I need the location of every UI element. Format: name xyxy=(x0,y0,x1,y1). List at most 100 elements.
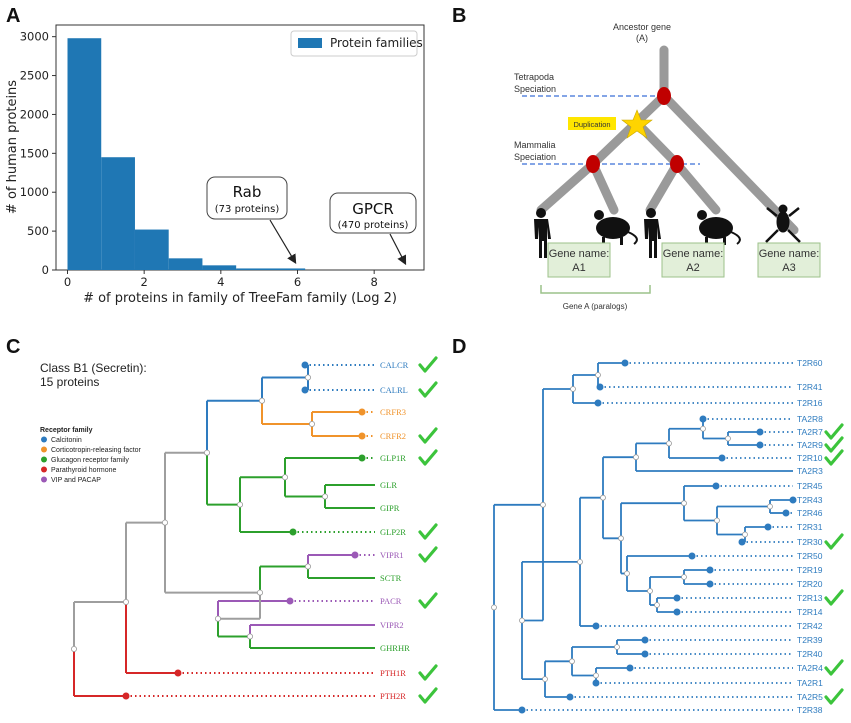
check-icon xyxy=(418,449,438,466)
leaf-label: TA2R3 xyxy=(797,466,823,476)
internal-node xyxy=(681,574,687,580)
speciation-node xyxy=(586,155,600,173)
leaf-label: T2R13 xyxy=(797,593,823,603)
internal-node xyxy=(577,559,583,565)
legend: Protein families xyxy=(290,30,423,57)
check-icon xyxy=(824,659,844,676)
gene-box-a3: Gene name: A3 xyxy=(757,242,821,278)
gene-box-a2: Gene name: A2 xyxy=(661,242,725,278)
leaf-node xyxy=(764,523,772,531)
internal-node xyxy=(624,570,630,577)
leaf-label: T2R41 xyxy=(797,382,823,392)
x-axis-label: # of proteins in family of TreeFam famil… xyxy=(83,291,397,306)
internal-node xyxy=(304,563,311,570)
y-tick-label: 1000 xyxy=(20,185,49,199)
internal-node xyxy=(321,493,328,500)
panel-label-b: B xyxy=(452,5,466,27)
check-icon xyxy=(824,449,844,466)
internal-node xyxy=(281,474,288,481)
histogram-bar xyxy=(168,258,203,270)
check-icon xyxy=(418,592,438,609)
leaf-node xyxy=(641,636,649,644)
internal-node xyxy=(725,435,731,442)
leaf-label: CRFR2 xyxy=(380,431,406,441)
leaf-node xyxy=(301,361,309,369)
gene-box-label: Gene name: xyxy=(549,248,610,260)
leaf-label: T2R43 xyxy=(797,495,823,505)
internal-node xyxy=(256,589,263,596)
legend-item: Glucagon receptor family xyxy=(51,457,129,464)
leaf-label: T2R60 xyxy=(797,358,823,368)
internal-node xyxy=(542,676,548,682)
secretin-tree: Class B1 (Secretin): 15 proteins Recepto… xyxy=(40,356,438,704)
leaf-node xyxy=(712,482,720,490)
internal-node xyxy=(593,672,599,679)
check-icon xyxy=(418,546,438,563)
gene-box-label: Gene name: xyxy=(759,248,820,260)
speciation-node xyxy=(670,155,684,173)
tetrapoda-label: Tetrapoda xyxy=(514,72,554,82)
internal-node xyxy=(519,617,525,624)
leaf-node xyxy=(673,608,681,616)
internal-node xyxy=(714,517,720,524)
taste-receptor-tree: T2R60T2R41T2R16TA2R8TA2R7TA2R9T2R10TA2R3… xyxy=(491,358,844,715)
gene-box-name: A1 xyxy=(572,262,585,274)
leaf-label: T2R38 xyxy=(797,705,823,715)
leaf-label: T2R20 xyxy=(797,579,823,589)
check-icon xyxy=(824,436,844,453)
internal-node xyxy=(71,646,78,653)
leaf-node xyxy=(756,441,764,449)
internal-node xyxy=(666,440,672,447)
internal-node xyxy=(633,454,639,461)
annotation-rab-subtitle: (73 proteins) xyxy=(215,204,280,215)
leaf-label: CRFR3 xyxy=(380,407,406,417)
leaf-label: T2R19 xyxy=(797,565,823,575)
internal-node xyxy=(681,500,687,507)
check-icon xyxy=(824,533,844,550)
internal-node xyxy=(595,372,601,378)
legend-item: Corticotropin-releasing factor xyxy=(51,447,142,454)
annotation-rab: Rab (73 proteins) xyxy=(206,176,297,265)
leaf-node xyxy=(688,552,696,560)
internal-node xyxy=(308,420,315,427)
y-tick-label: 3000 xyxy=(20,30,49,44)
leaf-node xyxy=(289,528,297,536)
x-tick-label: 0 xyxy=(64,275,71,289)
annotation-gpcr-arrow xyxy=(389,233,407,266)
mammalia-label: Mammalia xyxy=(514,140,556,150)
legend-item: Parathyroid hormone xyxy=(51,467,116,474)
human-icon xyxy=(644,208,661,258)
leaf-node xyxy=(122,692,130,700)
legend-title: Receptor family xyxy=(40,427,93,434)
leaf-label: GLR xyxy=(380,480,397,490)
leaf-node xyxy=(592,679,600,687)
duplication-star-icon xyxy=(621,109,653,139)
x-tick-label: 2 xyxy=(141,275,148,289)
internal-node xyxy=(203,449,210,456)
leaf-node xyxy=(518,706,526,714)
mouse-icon xyxy=(594,210,638,245)
check-icon xyxy=(824,688,844,705)
leaf-node xyxy=(358,454,366,462)
leaf-node xyxy=(301,386,309,394)
leaf-label: TA2R8 xyxy=(797,414,823,424)
leaf-node xyxy=(351,551,359,559)
internal-node xyxy=(214,615,221,622)
leaf-label: T2R46 xyxy=(797,508,823,518)
paralogs-label: Gene A (paralogs) xyxy=(563,302,628,311)
human-icon xyxy=(534,208,551,258)
check-icon xyxy=(824,423,844,440)
frog-icon xyxy=(765,204,801,243)
legend-item: Calcitonin xyxy=(51,437,82,444)
x-tick-label: 4 xyxy=(217,275,224,289)
leaf-node xyxy=(594,399,602,407)
paralog-bracket xyxy=(540,285,651,294)
leaf-label: TA2R1 xyxy=(797,678,823,688)
leaf-node xyxy=(718,454,726,462)
leaf-node xyxy=(706,580,714,588)
leaf-label: T2R10 xyxy=(797,453,823,463)
leaf-node xyxy=(641,650,649,658)
leaf-label: TA2R4 xyxy=(797,663,823,673)
check-icon xyxy=(824,589,844,606)
